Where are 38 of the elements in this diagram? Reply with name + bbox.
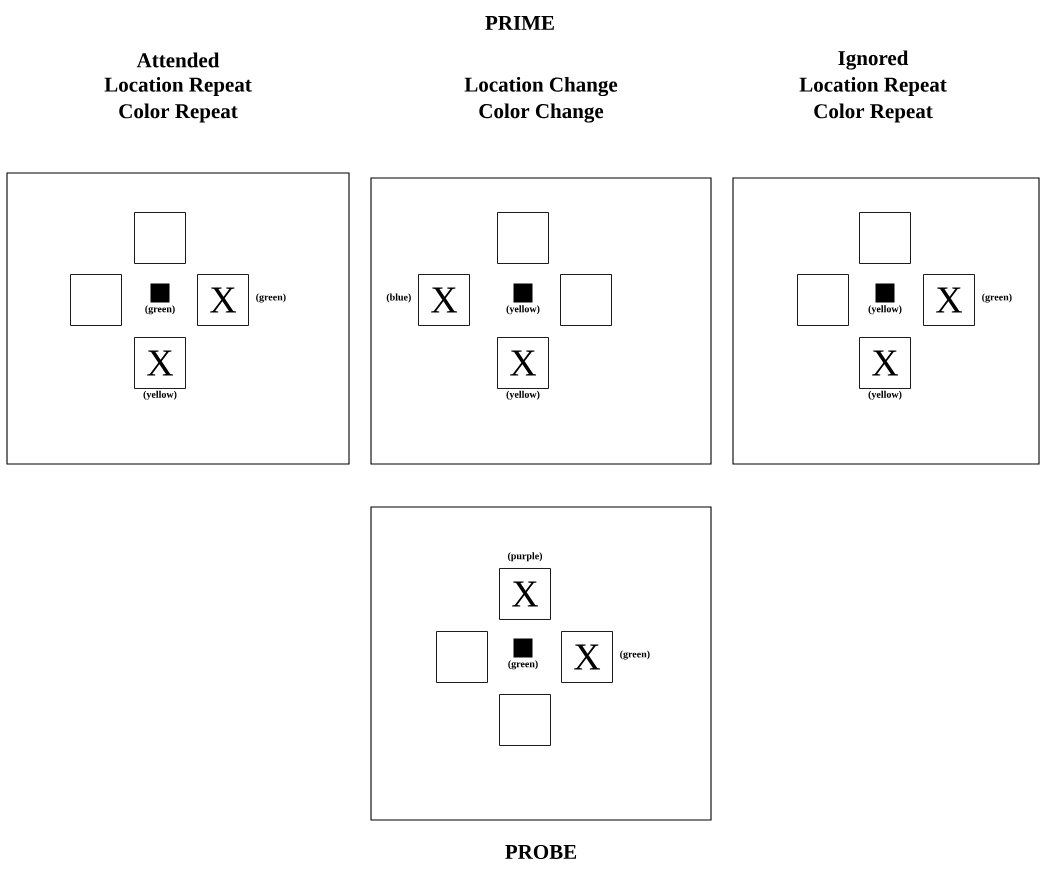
heading: Location Change: [464, 76, 618, 97]
letter-box: X: [197, 274, 249, 326]
color-label: (green): [508, 660, 538, 670]
color-label: (green): [982, 293, 1012, 303]
empty-box: [499, 694, 551, 746]
color-label: (yellow): [506, 390, 540, 400]
empty-box: [70, 274, 122, 326]
letter-box: X: [134, 337, 186, 389]
color-label: (blue): [386, 293, 411, 303]
color-label: (yellow): [506, 305, 540, 315]
color-label: (yellow): [143, 390, 177, 400]
empty-box: [560, 274, 612, 326]
empty-box: [497, 212, 549, 264]
empty-box: [134, 212, 186, 264]
empty-box: [797, 274, 849, 326]
heading: Location Repeat: [104, 77, 252, 96]
letter-box: X: [859, 337, 911, 389]
letter-box: X: [561, 631, 613, 683]
heading: PRIME: [485, 16, 554, 30]
heading: Color Change: [479, 103, 604, 123]
color-label: (yellow): [868, 305, 902, 315]
heading: Attended: [136, 52, 220, 68]
color-label: (green): [256, 293, 286, 303]
color-label: (green): [620, 650, 650, 660]
letter-box: X: [418, 274, 470, 326]
color-label: (yellow): [868, 390, 902, 400]
heading: PROBE: [505, 844, 577, 860]
empty-box: [859, 212, 911, 264]
letter-box: X: [497, 337, 549, 389]
letter-box: X: [499, 568, 551, 620]
empty-box: [436, 631, 488, 683]
heading: Ignored: [838, 50, 909, 70]
heading: Color Repeat: [814, 103, 933, 123]
heading: Location Repeat: [799, 77, 947, 96]
color-label: (purple): [507, 552, 543, 562]
letter-box: X: [923, 274, 975, 326]
heading: Color Repeat: [119, 103, 238, 123]
color-label: (green): [145, 305, 175, 315]
